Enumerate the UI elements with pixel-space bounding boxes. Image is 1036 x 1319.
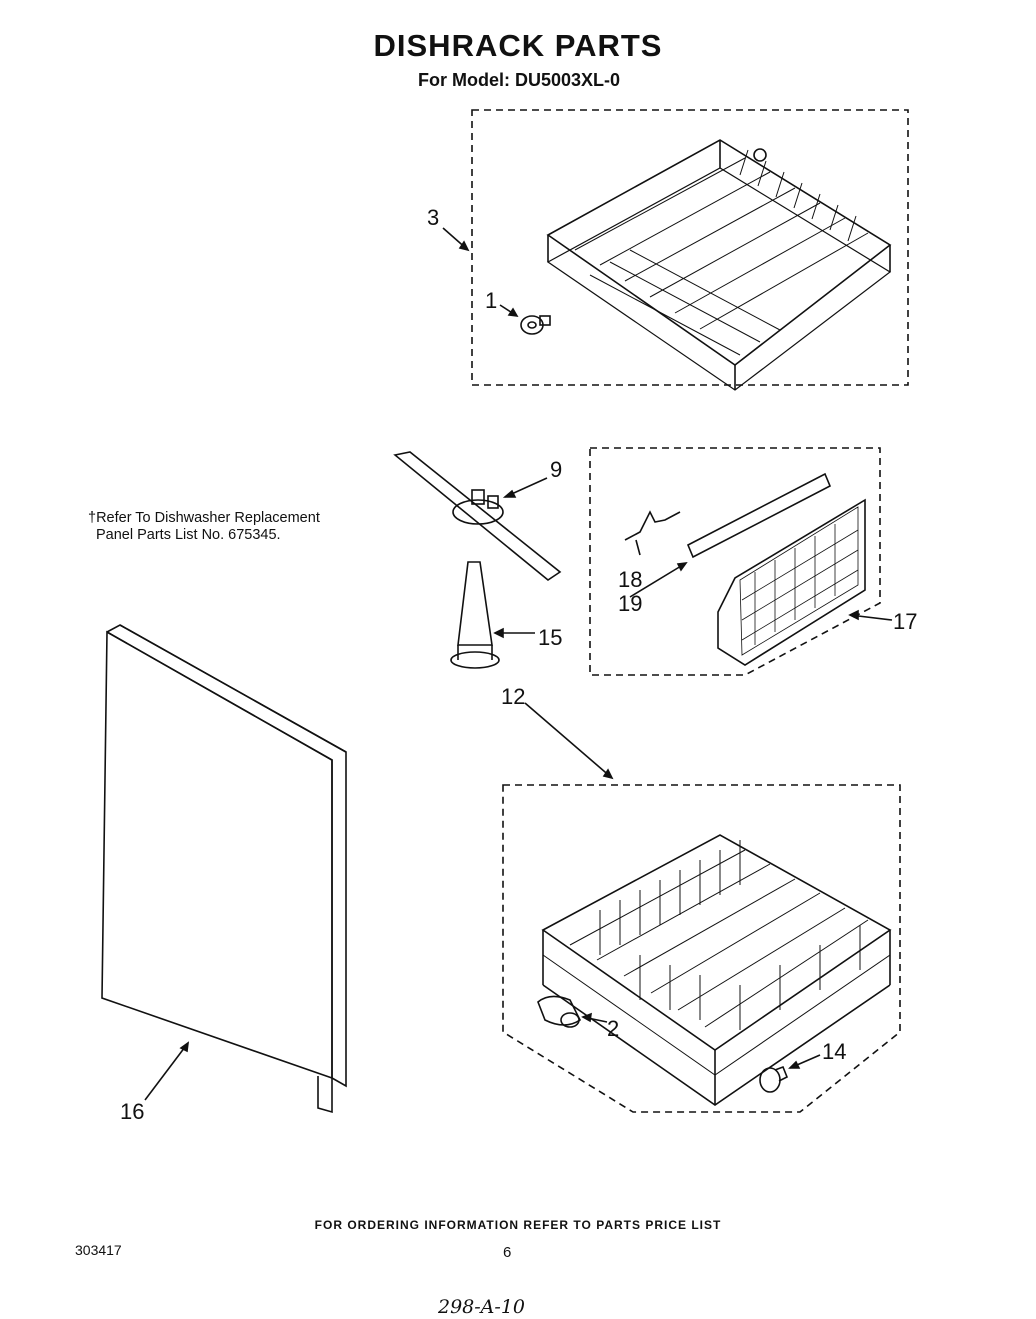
callout-15: 15 xyxy=(538,625,563,650)
part-18-clip xyxy=(624,510,681,541)
part-9-spray-arm xyxy=(393,451,562,581)
note-line-1: †Refer To Dishwasher Replacement xyxy=(88,510,320,526)
callout-19: 19 xyxy=(618,591,643,616)
part-15-spray-tube xyxy=(450,561,500,669)
model-line: For Model: DU5003XL-0 xyxy=(418,70,621,90)
ordering-info: FOR ORDERING INFORMATION REFER TO PARTS … xyxy=(314,1218,722,1232)
document-number: 303417 xyxy=(75,1242,122,1258)
callout-17: 17 xyxy=(893,609,918,634)
part-2-roller xyxy=(537,995,582,1028)
part-1-roller xyxy=(520,315,551,335)
lower-dishrack xyxy=(541,834,892,1106)
callout-16: 16 xyxy=(120,1099,145,1124)
callout-9: 9 xyxy=(550,457,563,482)
part-19-strip xyxy=(686,472,832,559)
callout-14: 14 xyxy=(822,1039,847,1064)
callout-2: 2 xyxy=(607,1016,620,1041)
upper-rack-box xyxy=(471,109,909,386)
replacement-panel-note: †Refer To Dishwasher Replacement Panel P… xyxy=(88,510,388,544)
page-number: 6 xyxy=(503,1244,512,1261)
note-line-2: Panel Parts List No. 675345. xyxy=(96,527,281,543)
lower-rack-box xyxy=(502,784,901,1113)
callout-3: 3 xyxy=(427,205,440,230)
part-16-panel xyxy=(101,624,347,1114)
filter-box xyxy=(589,447,881,676)
handwritten-note: 298-A-10 xyxy=(438,1296,526,1318)
callout-1: 1 xyxy=(485,288,498,313)
callout-12: 12 xyxy=(501,684,526,709)
page-title: DISHRACK PARTS xyxy=(373,28,663,63)
callout-18: 18 xyxy=(618,567,643,592)
upper-dishrack xyxy=(546,139,892,391)
part-14-cap xyxy=(759,1065,789,1093)
part-17-filter xyxy=(717,498,866,666)
